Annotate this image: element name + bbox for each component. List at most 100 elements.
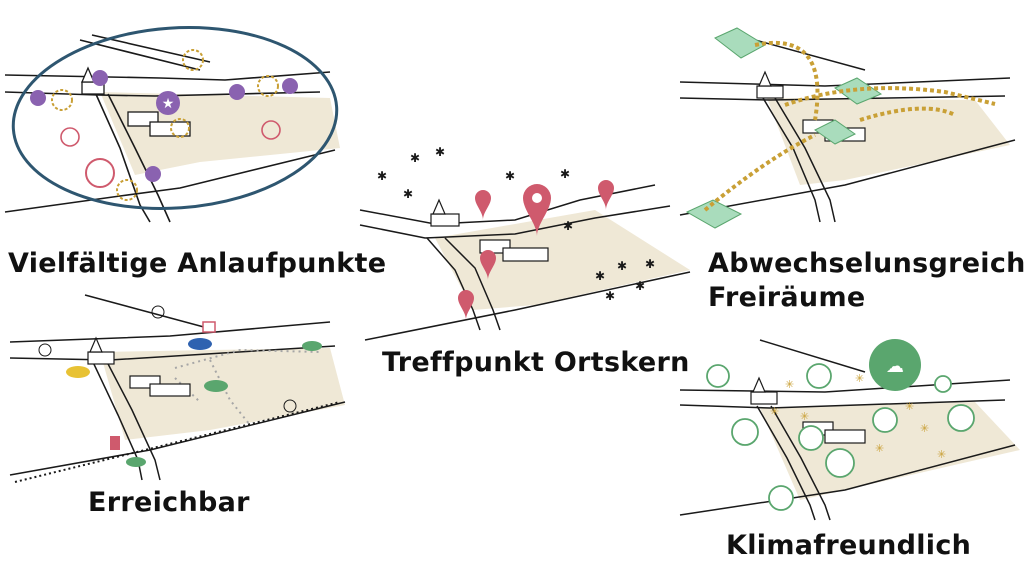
heart-icon <box>532 193 542 203</box>
heart-marker-large <box>523 184 551 236</box>
panel-label-line: Vielfältige Anlaufpunkte <box>8 248 387 279</box>
svg-text:✱: ✱ <box>377 169 387 183</box>
heart-marker <box>480 250 496 280</box>
svg-text:✱: ✱ <box>435 145 445 159</box>
svg-text:✳: ✳ <box>800 410 809 423</box>
heart-markers <box>458 180 614 320</box>
panel-label: Treffpunkt Ortskern <box>382 346 690 380</box>
svg-text:✱: ✱ <box>403 187 413 201</box>
car-icon <box>126 457 146 467</box>
sparkle-icons: ✱✱✱ ✱✱✱ ✱✱✱ ✱✱✱ <box>377 145 655 303</box>
panel-label-line: Abwechselunsgreiche <box>708 248 1024 279</box>
roads <box>4 34 336 223</box>
home-icon <box>261 120 281 140</box>
railway-line <box>14 401 341 483</box>
home-icon <box>706 364 730 388</box>
roads <box>679 39 1016 223</box>
svg-text:✳: ✳ <box>855 372 864 385</box>
svg-text:✱: ✱ <box>605 289 615 303</box>
heart-marker <box>458 290 474 320</box>
svg-text:✳: ✳ <box>770 405 779 418</box>
restaurant-marker <box>30 90 46 106</box>
home-icon <box>60 127 80 147</box>
sun-sparkles: ✳ ✳ ✳ ✳ ✳ ✳ ✳ ✳ <box>770 372 946 461</box>
svg-text:✱: ✱ <box>617 259 627 273</box>
car-icon <box>934 375 952 393</box>
climate-icons <box>706 363 975 511</box>
panel-klima: ☁ ✳ ✳ ✳ ✳ ✳ ✳ ✳ ✳ Klimafreundlich <box>675 320 1024 576</box>
svg-text:✱: ✱ <box>410 151 420 165</box>
svg-text:✳: ✳ <box>875 442 884 455</box>
panel-label: Vielfältige Anlaufpunkte <box>8 247 386 281</box>
restaurant-marker <box>145 166 161 182</box>
tree-icon <box>814 119 856 145</box>
church-icon <box>430 198 460 227</box>
panel-label-line: Freiräume <box>708 282 866 313</box>
car-icon <box>204 380 228 392</box>
tree-icon <box>798 425 824 451</box>
bicycle-icon <box>38 343 52 357</box>
village-field <box>100 348 345 440</box>
sketch-freiraeume <box>679 27 1016 229</box>
star-marker-large <box>156 91 180 115</box>
church-icon <box>750 376 778 405</box>
panel-freiraeume: Abwechselunsgreiche Freiräume <box>675 0 1024 320</box>
car-icon <box>302 341 322 351</box>
panel-label: Erreichbar <box>88 486 250 520</box>
svg-text:✱: ✱ <box>595 269 605 283</box>
panel-label-line: Klimafreundlich <box>726 530 972 561</box>
train-icon <box>110 436 120 450</box>
svg-text:✱: ✱ <box>635 279 645 293</box>
heart-marker <box>598 180 614 210</box>
svg-text:✳: ✳ <box>905 400 914 413</box>
panel-erreichbar: Erreichbar <box>0 290 350 576</box>
svg-text:✱: ✱ <box>560 167 570 181</box>
home-icon <box>947 404 975 432</box>
svg-text:✳: ✳ <box>785 378 794 391</box>
access-points <box>51 49 279 201</box>
home-icon <box>85 158 115 188</box>
tree-icon <box>872 407 898 433</box>
restaurant-marker <box>229 84 245 100</box>
church-icon <box>87 336 115 365</box>
svg-text:✱: ✱ <box>563 219 573 233</box>
tree-icon <box>834 77 883 105</box>
panel-anlaufpunkte: ★ Vielfältige Anlaufpunkte <box>0 0 386 290</box>
church-icon <box>756 70 784 99</box>
sketch-anlaufpunkte: ★ <box>4 26 340 223</box>
car-icon <box>66 366 90 378</box>
green-corridors <box>703 40 996 212</box>
area-ring <box>11 26 339 210</box>
bicycle-icon <box>283 399 297 413</box>
cloud-rain-icon: ☁ <box>886 356 904 377</box>
car-icon <box>768 485 794 511</box>
village-field <box>100 92 340 175</box>
panel-label-line: Treffpunkt Ortskern <box>382 347 690 378</box>
bicycle-icon <box>151 305 165 319</box>
sketch-erreichbar <box>9 294 346 483</box>
farm-buildings <box>479 239 549 262</box>
roads <box>9 294 346 481</box>
panel-label: Abwechselunsgreiche Freiräume <box>708 247 1024 315</box>
sketch-treffpunkt: ✱✱✱ ✱✱✱ ✱✱✱ ✱✱✱ <box>359 145 691 341</box>
farm-buildings <box>129 375 191 397</box>
heart-icons <box>532 193 542 203</box>
panel-treffpunkt: ✱✱✱ ✱✱✱ ✱✱✱ ✱✱✱ Treffpunkt Ortskern <box>355 140 695 390</box>
star-marker <box>92 70 108 86</box>
tree-icon <box>685 199 743 229</box>
farm-buildings <box>127 111 191 137</box>
star-marker <box>282 78 298 94</box>
car-icon <box>188 338 212 350</box>
svg-text:✱: ✱ <box>645 257 655 271</box>
svg-text:✱: ✱ <box>505 169 515 183</box>
home-icon <box>731 418 759 446</box>
svg-text:✳: ✳ <box>937 448 946 461</box>
svg-text:✳: ✳ <box>920 422 929 435</box>
path-network <box>174 348 321 426</box>
home-icon <box>825 448 855 478</box>
star-icon: ★ <box>162 96 175 112</box>
tree-icon <box>806 363 832 389</box>
sketch-klima: ☁ ✳ ✳ ✳ ✳ ✳ ✳ ✳ ✳ <box>679 339 1020 521</box>
panel-label: Klimafreundlich <box>726 529 971 563</box>
panel-label-line: Erreichbar <box>88 487 250 518</box>
